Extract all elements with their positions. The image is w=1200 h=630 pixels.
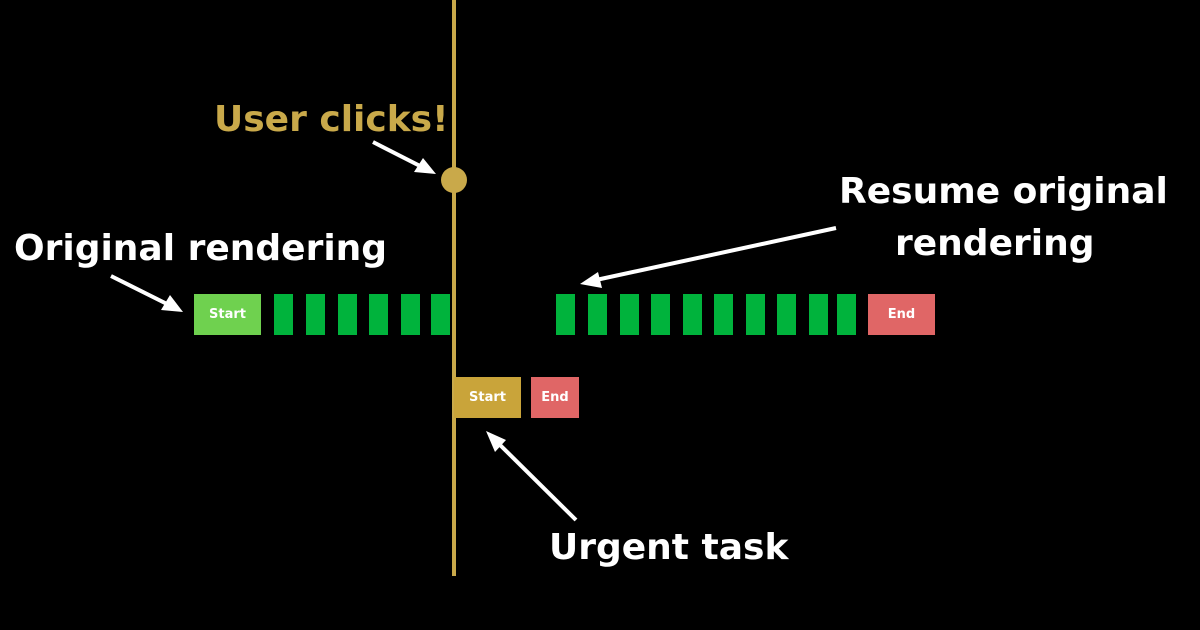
arrow-original-rendering	[110, 274, 183, 312]
user-clicks-label: User clicks!	[214, 99, 449, 140]
user-click-marker	[441, 167, 467, 193]
render-chunk	[746, 294, 765, 335]
render-chunk	[588, 294, 607, 335]
original-start-block: Start	[194, 294, 261, 335]
original-rendering-label: Original rendering	[14, 228, 388, 269]
render-chunk	[431, 294, 450, 335]
original-end-block: End	[868, 294, 935, 335]
urgent-end-block: End	[531, 377, 579, 418]
render-chunk	[809, 294, 828, 335]
urgent-start-block: Start	[454, 377, 521, 418]
arrow-urgent-task	[486, 431, 578, 522]
resume-rendering-label-line1: Resume original	[839, 171, 1168, 212]
urgent-task-label: Urgent task	[549, 527, 789, 568]
arrow-resume-rendering	[580, 226, 837, 288]
render-chunk	[683, 294, 702, 335]
render-chunk	[651, 294, 670, 335]
render-chunk	[837, 294, 856, 335]
render-chunk	[369, 294, 388, 335]
arrow-user-clicks	[372, 140, 436, 174]
render-chunk	[620, 294, 639, 335]
render-chunk	[338, 294, 357, 335]
render-chunk	[556, 294, 575, 335]
resume-rendering-label-line2: rendering	[895, 223, 1095, 264]
render-chunk	[401, 294, 420, 335]
render-chunk	[306, 294, 325, 335]
render-chunk	[714, 294, 733, 335]
render-chunk	[274, 294, 293, 335]
render-chunk	[777, 294, 796, 335]
